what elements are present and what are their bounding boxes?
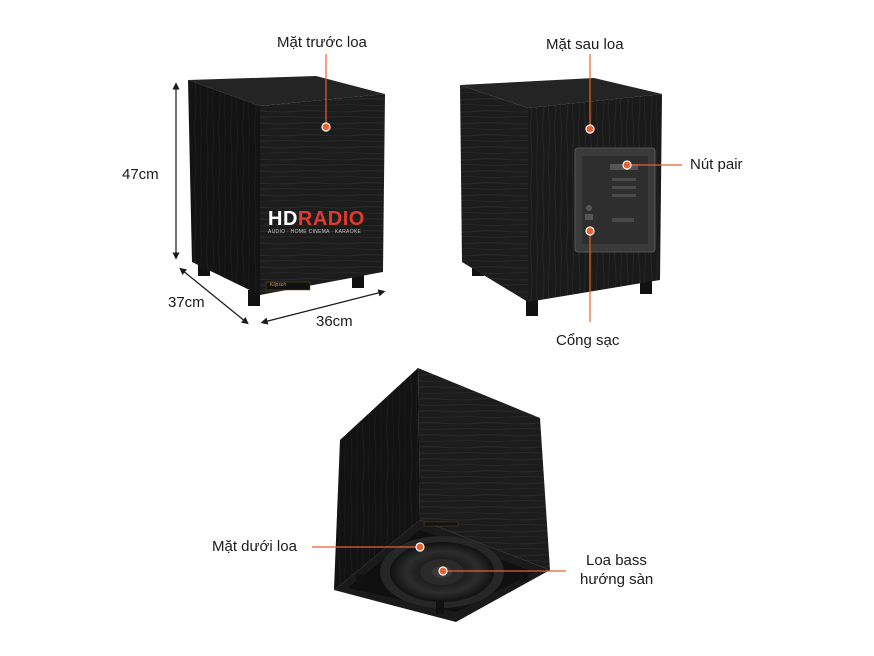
bottom-subwoofer	[334, 368, 550, 622]
label-back: Mặt sau loa	[546, 36, 624, 53]
label-bass-2: hướng sàn	[580, 571, 654, 588]
watermark-hd: HD	[268, 208, 298, 230]
watermark-brand: HDRADIO	[268, 208, 365, 231]
back-subwoofer	[460, 78, 662, 316]
watermark-radio: RADIO	[297, 208, 365, 230]
watermark: HDRADIO AUDIO · HOME CINEMA · KARAOKE	[268, 208, 365, 235]
label-bass-1: Loa bass	[586, 552, 647, 569]
label-bottom: Mặt dưới loa	[212, 538, 297, 555]
watermark-tagline: AUDIO · HOME CINEMA · KARAOKE	[268, 229, 362, 235]
dimension-height: 47cm	[122, 166, 159, 183]
front-subwoofer	[188, 76, 385, 306]
label-charge: Cổng sạc	[556, 332, 620, 349]
dimension-arrows	[172, 82, 386, 325]
brand-logo: Klipsch	[270, 282, 287, 288]
callouts	[312, 54, 682, 576]
dimension-width: 36cm	[316, 313, 353, 330]
dimension-depth: 37cm	[168, 294, 205, 311]
label-front: Mặt trước loa	[277, 34, 367, 51]
label-pair: Nút pair	[690, 156, 743, 173]
